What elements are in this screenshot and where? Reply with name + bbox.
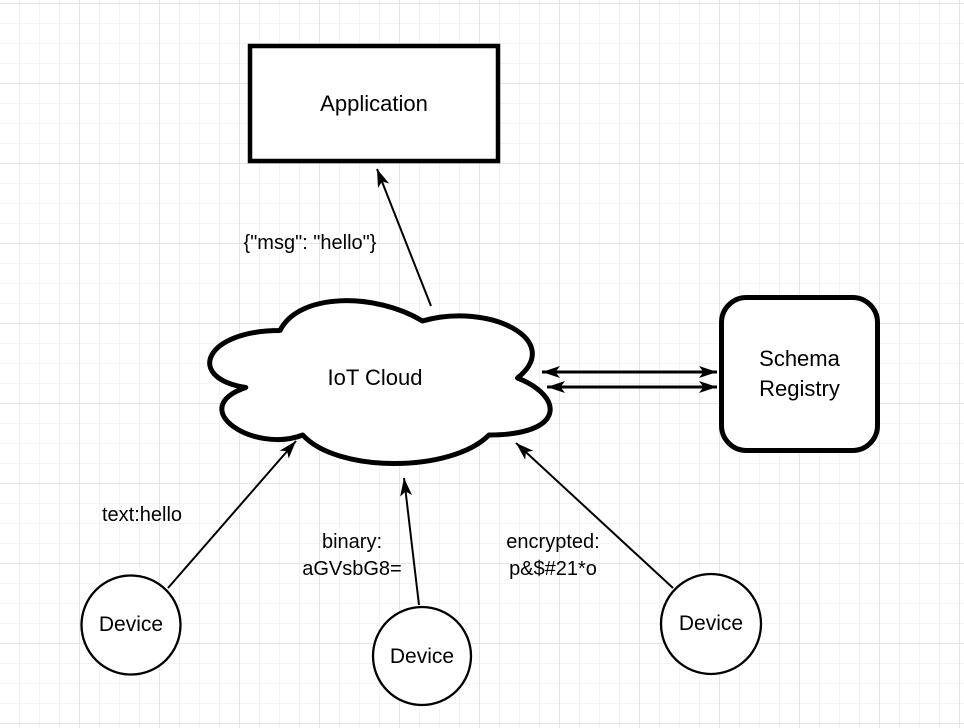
edge-label-msg-json: {"msg": "hello"} — [243, 232, 377, 254]
node-iot-cloud — [207, 298, 553, 466]
edge-device-right-to-cloud — [515, 442, 674, 589]
node-device-left — [80, 574, 182, 676]
edge-label-binary-base64: binary: aGVsbG8= — [302, 531, 402, 580]
device-middle-label: Device — [389, 645, 455, 668]
node-device-middle — [371, 605, 473, 707]
node-application — [247, 43, 501, 164]
iot-cloud-label: IoT Cloud — [327, 365, 423, 390]
node-schema-registry — [719, 295, 880, 453]
node-device-right — [659, 572, 763, 676]
edge-label-encrypted: encrypted: p&$#21*o — [506, 531, 600, 580]
edge-cloud-to-application — [376, 168, 432, 307]
edge-label-text-hello: text:hello — [101, 504, 183, 526]
device-right-label: Device — [678, 612, 744, 635]
schema-registry-label: Schema Registry — [759, 346, 840, 401]
edge-device-middle-to-cloud — [400, 477, 420, 606]
device-left-label: Device — [98, 613, 164, 636]
application-label: Application — [320, 90, 428, 116]
edge-device-left-to-cloud — [167, 440, 297, 589]
